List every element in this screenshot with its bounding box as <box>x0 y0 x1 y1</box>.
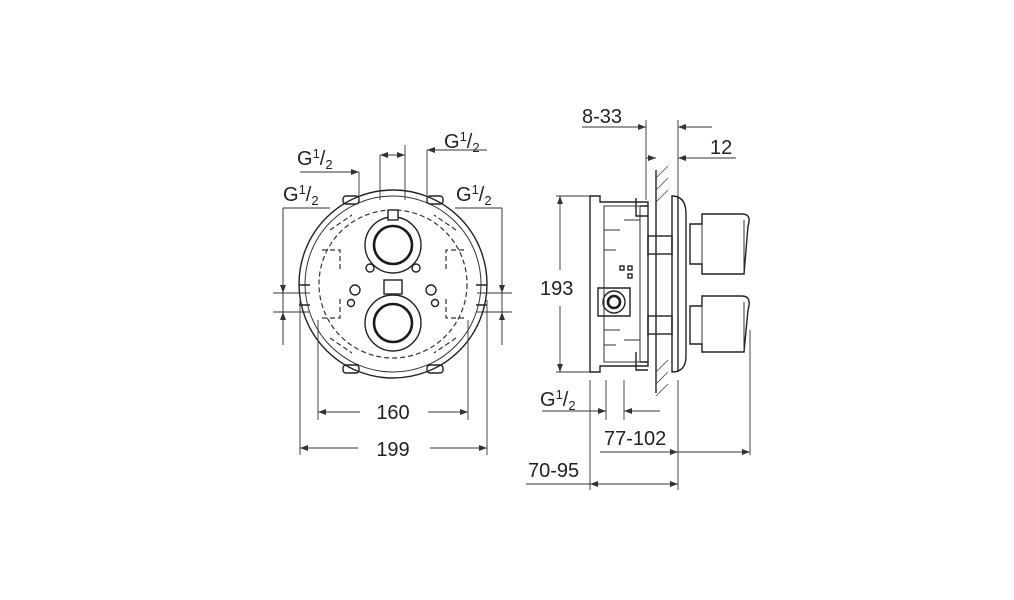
face-plate <box>671 195 687 373</box>
dim-thread-bottom-arrows <box>598 408 632 414</box>
marker-b <box>627 265 633 271</box>
bracket-top <box>635 198 648 217</box>
label-thread-side-left: G1/2 <box>283 182 319 208</box>
dim-77-102-arrows <box>670 449 750 455</box>
marker-a <box>619 265 625 271</box>
label-dim-70-95: 70-95 <box>528 460 579 482</box>
upper-valve-key <box>387 209 399 221</box>
housing-inner <box>603 205 641 363</box>
upper-valve-inner <box>372 224 414 266</box>
marker-c <box>627 273 633 279</box>
outlet-port-flange <box>597 287 631 317</box>
handle-upper <box>689 213 750 275</box>
handle-upper-shade <box>701 220 745 270</box>
housing-ribs <box>604 219 640 346</box>
label-thread-bottom: G1/2 <box>540 387 576 413</box>
label-dim-77-102: 77-102 <box>604 428 666 450</box>
bracket-bottom <box>635 352 648 371</box>
screw-right-top <box>425 284 437 296</box>
wall-hatching <box>655 165 669 397</box>
label-dim-199: 199 <box>376 439 409 461</box>
front-view: G1/2 G1/2 G1/2 G1/2 160 199 <box>273 129 512 461</box>
handle-lower-shade <box>701 302 745 348</box>
label-dim-8-33: 8-33 <box>582 106 622 128</box>
outer-flange <box>298 189 488 379</box>
side-view: 8-33 12 193 G1/2 77-102 70-95 <box>526 106 751 490</box>
side-port-right <box>476 284 487 306</box>
inner-ring <box>304 195 482 373</box>
handle-lower <box>689 295 750 353</box>
thread-leaders-front <box>283 149 502 209</box>
outlet-port-inner <box>606 294 622 310</box>
body-outline-dashed <box>318 209 468 359</box>
connector-lower <box>647 315 673 335</box>
dim-8-33-arrows <box>638 124 686 130</box>
label-dim-12: 12 <box>710 137 732 159</box>
label-dim-193: 193 <box>540 278 573 300</box>
label-thread-side-right: G1/2 <box>456 182 492 208</box>
inner-ribs-dashed <box>322 214 464 354</box>
screw-left-bottom <box>346 298 356 308</box>
screw-right-bottom <box>430 298 440 308</box>
label-thread-top-left: G1/2 <box>297 146 333 172</box>
side-extension-lines <box>556 120 751 490</box>
thread-arrows-front <box>351 147 435 175</box>
lower-valve-key <box>383 279 403 295</box>
label-dim-160: 160 <box>376 402 409 424</box>
lug-bottom-right <box>426 364 444 374</box>
dim-12-arrows <box>648 155 686 161</box>
side-port-dims <box>282 208 503 345</box>
lug-bottom-left <box>342 364 360 374</box>
label-thread-top-right: G1/2 <box>444 129 480 155</box>
side-port-left <box>299 284 310 306</box>
side-port-arrows <box>280 285 505 320</box>
lower-valve-inner <box>372 302 414 344</box>
screw-left-mid <box>365 263 375 273</box>
screw-right-mid <box>411 263 421 273</box>
housing-body <box>589 195 649 373</box>
outlet-port-outer <box>602 290 626 314</box>
lower-valve-outer <box>364 294 422 352</box>
connector-upper <box>647 235 673 255</box>
screw-left-top <box>349 284 361 296</box>
